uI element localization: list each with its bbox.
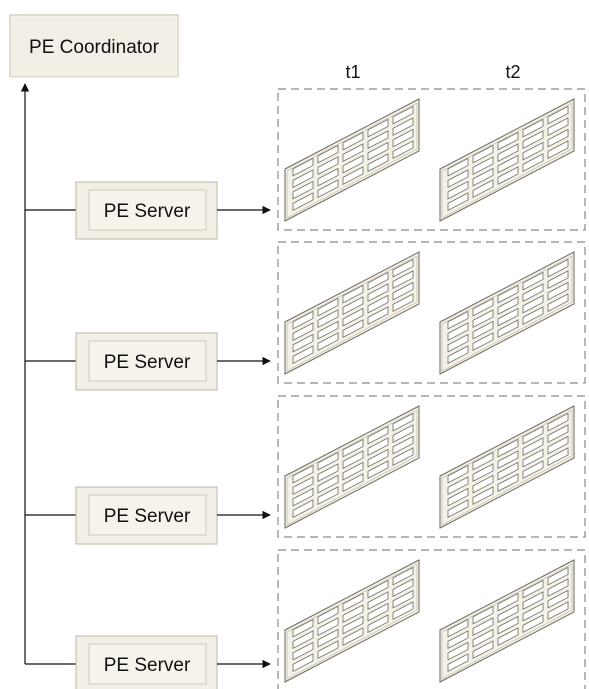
pe-server-box: PE Server — [75, 181, 218, 240]
table-panel-t2 — [439, 98, 575, 222]
table-panel-t1 — [284, 405, 420, 529]
pe-server-row: PE Server — [25, 635, 271, 689]
table-panel-t1 — [284, 251, 420, 375]
column-label-t2: t2 — [505, 62, 520, 82]
pe-server-row: PE Server — [25, 181, 271, 240]
pe-server-row: PE Server — [25, 332, 271, 391]
pe-server-label: PE Server — [104, 506, 191, 527]
table-panel-t1 — [284, 98, 420, 222]
pe-coordinator-box: PE Coordinator — [9, 14, 179, 78]
partition-frame — [277, 241, 586, 384]
table-panel-t2 — [439, 251, 575, 375]
pe-server-box: PE Server — [75, 332, 218, 391]
table-panel-t2 — [439, 559, 575, 683]
pe-server-box: PE Server — [75, 635, 218, 689]
pe-server-row: PE Server — [25, 486, 271, 545]
table-panel-t1 — [284, 559, 420, 683]
column-label-t1: t1 — [345, 62, 360, 82]
partition-frame — [277, 549, 586, 689]
pe-server-label: PE Server — [104, 352, 191, 373]
pe-server-label: PE Server — [104, 201, 191, 222]
partition-frame — [277, 88, 586, 231]
pe-server-label: PE Server — [104, 655, 191, 676]
partition-frame — [277, 395, 586, 538]
pe-server-box: PE Server — [75, 486, 218, 545]
table-panel-t2 — [439, 405, 575, 529]
partition-frames — [277, 88, 586, 689]
pe-coordinator-label: PE Coordinator — [29, 37, 160, 58]
